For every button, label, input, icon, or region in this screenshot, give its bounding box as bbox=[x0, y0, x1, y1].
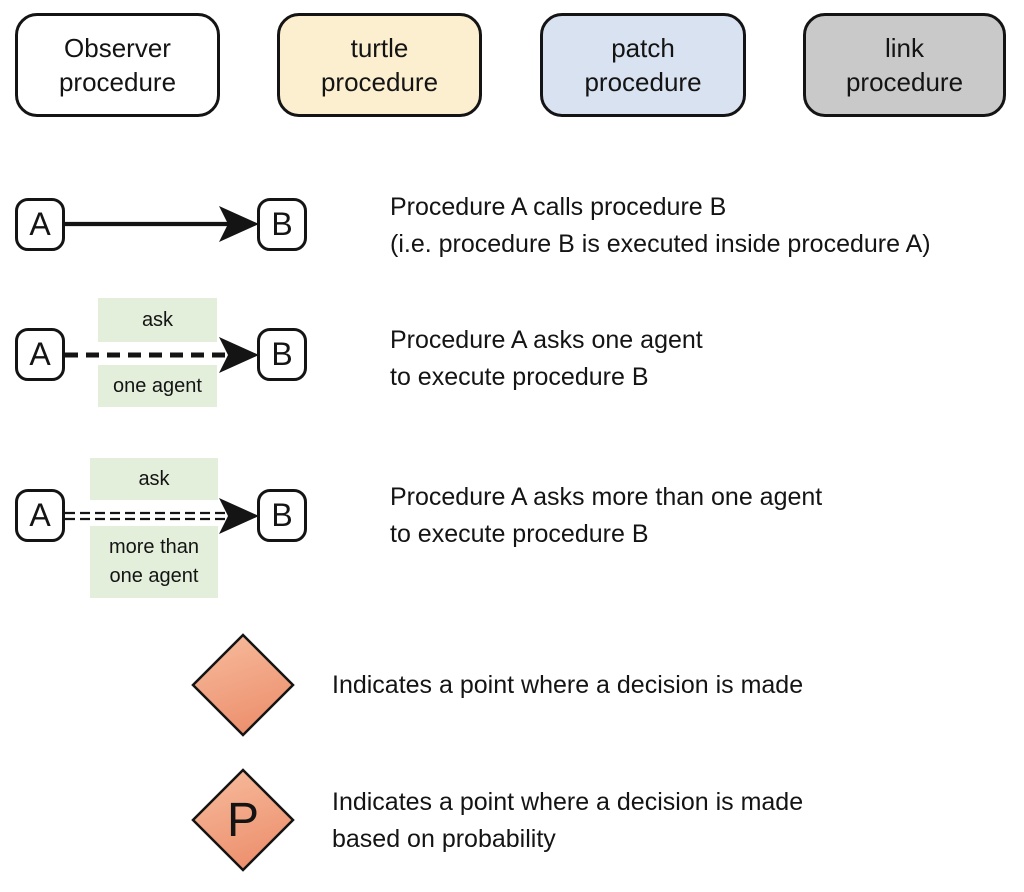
ask-tag: ask bbox=[90, 458, 218, 500]
node-turtle-procedure: turtle procedure bbox=[277, 13, 482, 117]
node-label: procedure bbox=[320, 67, 439, 97]
node-a: A bbox=[15, 198, 65, 251]
solid-arrow bbox=[65, 206, 259, 242]
node-b: B bbox=[257, 198, 307, 251]
node-patch-procedure: patch procedure bbox=[540, 13, 746, 117]
more-than-one-agent-tag: more than one agent bbox=[90, 526, 218, 598]
node-a: A bbox=[15, 328, 65, 381]
node-label: turtle bbox=[350, 33, 409, 63]
probability-diamond-icon bbox=[191, 768, 295, 872]
node-b: B bbox=[257, 328, 307, 381]
node-b: B bbox=[257, 489, 307, 542]
node-label: procedure bbox=[845, 67, 964, 97]
probability-description: Indicates a point where a decision is ma… bbox=[332, 788, 804, 853]
ask-one-description: Procedure A asks one agent to execute pr… bbox=[390, 326, 703, 391]
one-agent-tag: one agent bbox=[98, 365, 217, 407]
node-label: patch bbox=[611, 33, 675, 63]
node-label: Observer bbox=[64, 33, 171, 63]
dashed-arrow bbox=[65, 337, 259, 373]
double-dashed-arrow bbox=[65, 498, 259, 534]
probability-symbol: P bbox=[226, 793, 259, 847]
node-observer-procedure: Observer procedure bbox=[15, 13, 220, 117]
node-label: link bbox=[884, 33, 924, 63]
ask-many-description: Procedure A asks more than one agent to … bbox=[390, 483, 823, 548]
node-link-procedure: link procedure bbox=[803, 13, 1006, 117]
node-label: procedure bbox=[584, 67, 702, 97]
ask-tag: ask bbox=[98, 298, 217, 342]
decision-diamond-icon bbox=[191, 633, 295, 737]
calls-description: Procedure A calls procedure B (i.e. proc… bbox=[390, 193, 931, 258]
decision-description: Indicates a point where a decision is ma… bbox=[332, 671, 804, 699]
node-label: procedure bbox=[58, 67, 177, 97]
node-a: A bbox=[15, 489, 65, 542]
